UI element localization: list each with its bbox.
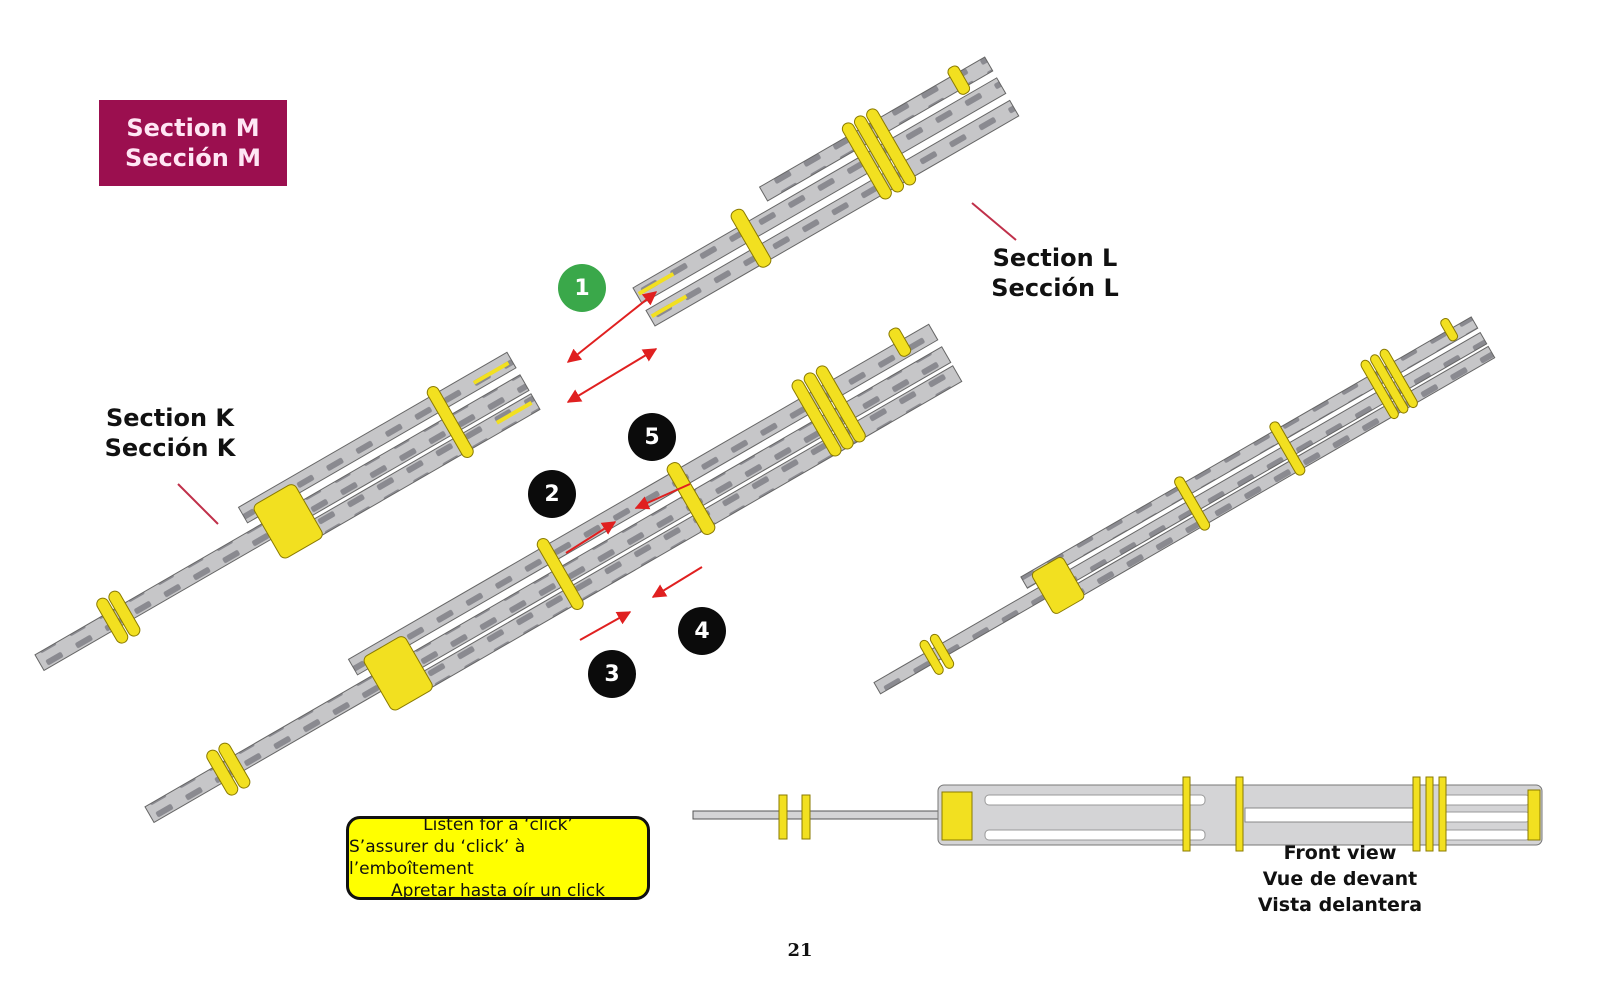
note-line-es: Apretar hasta oír un click bbox=[391, 881, 605, 901]
completed-assembly bbox=[873, 316, 1496, 695]
section-m-badge: Section M Sección M bbox=[99, 100, 287, 186]
combined-assembly bbox=[144, 323, 963, 824]
section-l-label: Section L Sección L bbox=[990, 243, 1120, 303]
leader-line-section-k bbox=[177, 483, 219, 525]
section-l-label-en: Section L bbox=[992, 244, 1118, 272]
note-line-en: Listen for a ‘click’ bbox=[423, 815, 573, 835]
note-line-fr: S’assurer du ‘click’ à l’emboîtement bbox=[349, 837, 526, 879]
front-view-diagram bbox=[692, 776, 1543, 852]
section-k-label-en: Section K bbox=[105, 404, 234, 432]
page-number: 21 bbox=[787, 940, 813, 961]
section-k-assembly bbox=[34, 351, 541, 672]
click-note-box: Listen for a ‘click’ S’assurer du ‘click… bbox=[346, 815, 650, 901]
step-3-badge: 3 bbox=[588, 650, 636, 698]
front-view-label-en: Front view bbox=[1283, 842, 1397, 864]
section-k-label: Section K Sección K bbox=[100, 403, 240, 463]
front-view-label: Front view Vue de devant Vista delantera bbox=[1250, 840, 1430, 918]
section-m-title: Section M bbox=[126, 114, 260, 142]
front-view-label-fr: Vue de devant bbox=[1262, 868, 1418, 890]
section-k-label-es: Sección K bbox=[104, 434, 236, 462]
step-2-badge: 2 bbox=[528, 470, 576, 518]
section-l-assembly bbox=[632, 56, 1020, 327]
step-4-badge: 4 bbox=[678, 607, 726, 655]
section-m-title-es: Sección M bbox=[124, 144, 262, 172]
section-l-label-es: Sección L bbox=[991, 274, 1119, 302]
front-view-label-es: Vista delantera bbox=[1257, 894, 1423, 916]
step-5-badge: 5 bbox=[628, 413, 676, 461]
connection-arrows bbox=[565, 291, 703, 641]
leader-line-section-l bbox=[971, 202, 1017, 241]
step-1-badge: 1 bbox=[558, 264, 606, 312]
